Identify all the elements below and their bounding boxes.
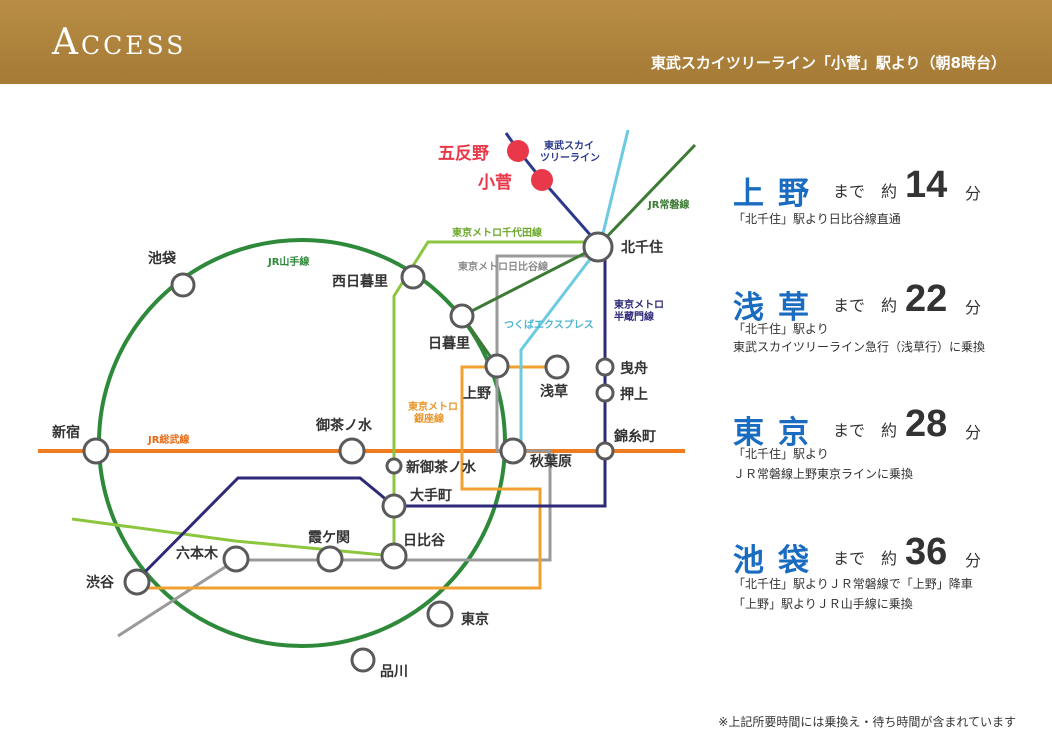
label-line-hanzomon-1: 東京メトロ <box>614 298 664 311</box>
station-shibuya[interactable] <box>123 568 151 596</box>
line-ginza <box>137 365 557 590</box>
route-minutes: 14 <box>905 164 948 206</box>
line-joban-ueno <box>461 245 598 318</box>
label-line-hibiya: 東京メトロ日比谷線 <box>458 260 548 273</box>
line-hibiya-branch <box>117 558 237 638</box>
label-line-tobu-2: ツリーライン <box>540 152 600 164</box>
route-minutes: 22 <box>905 278 948 320</box>
label-otemachi: 大手町 <box>410 487 452 504</box>
station-shinagawa[interactable] <box>350 647 376 673</box>
station-nippori[interactable] <box>449 303 475 329</box>
station-kitasenju[interactable] <box>582 231 614 263</box>
station-kinshicho[interactable] <box>595 441 615 461</box>
station-kosuge-marker[interactable] <box>531 169 553 191</box>
label-oshiage: 押上 <box>620 386 648 403</box>
route-unit: 分 <box>965 551 982 570</box>
label-roppongi: 六本木 <box>176 545 219 562</box>
station-otemachi[interactable] <box>381 493 407 519</box>
station-shinjuku[interactable] <box>82 437 110 465</box>
line-hanzomon <box>135 249 607 582</box>
station-asakusa[interactable] <box>544 354 570 380</box>
label-kosuge: 小菅 <box>478 173 512 193</box>
label-kasumigaseki: 霞ケ関 <box>308 529 350 546</box>
route-approx: 約 <box>881 296 898 315</box>
label-hikifune: 曳舟 <box>620 360 648 377</box>
route-note: 「北千住」駅より <box>733 322 829 336</box>
route-map: 五反野 小菅 北千住 池袋 西日暮里 日暮里 上野 浅草 曳舟 押上 錦糸町 新… <box>38 129 697 680</box>
line-chiyoda <box>71 240 600 558</box>
station-hikifune[interactable] <box>595 357 615 377</box>
label-ikebukuro: 池袋 <box>148 250 177 267</box>
label-shinagawa: 品川 <box>380 664 408 680</box>
route-minutes: 28 <box>905 403 948 445</box>
label-line-tobu-1: 東武スカイ <box>544 139 594 152</box>
station-tokyo[interactable] <box>426 600 454 628</box>
route-approx: 約 <box>881 421 898 440</box>
label-line-tsukuba: つくばエクスプレス <box>504 318 594 331</box>
station-nishinippori[interactable] <box>400 264 426 290</box>
line-tobu <box>504 132 602 247</box>
station-shinochanomizu[interactable] <box>385 457 403 475</box>
label-line-ginza-1: 東京メトロ <box>408 400 458 413</box>
label-gotanno: 五反野 <box>438 144 489 164</box>
route-made: まで <box>833 182 866 201</box>
label-tokyo: 東京 <box>461 611 489 628</box>
route-note: 「北千住」駅より日比谷線直通 <box>733 212 901 226</box>
route-note: 「上野」駅よりＪＲ山手線に乗換 <box>733 597 913 611</box>
label-ueno: 上野 <box>463 386 491 402</box>
label-shinjuku: 新宿 <box>52 424 80 441</box>
label-nippori: 日暮里 <box>428 335 470 352</box>
header-banner: Access 東武スカイツリーライン「小菅」駅より（朝8時台） <box>0 0 1052 84</box>
station-kasumigaseki[interactable] <box>316 545 344 573</box>
label-hibiya: 日比谷 <box>403 532 446 549</box>
footnote: ※上記所要時間には乗換え・待ち時間が含まれています <box>718 715 1016 729</box>
label-nishinippori: 西日暮里 <box>332 273 388 290</box>
line-tsukuba <box>519 129 630 451</box>
route-dest: 浅草 <box>733 290 823 326</box>
route-dest: 上野 <box>733 176 823 212</box>
label-line-joban: JR常磐線 <box>647 198 689 211</box>
route-minutes: 36 <box>905 531 948 573</box>
route-note: 東武スカイツリーライン急行（浅草行）に乗換 <box>733 340 986 354</box>
route-note: 「北千住」駅より <box>733 447 829 461</box>
label-asakusa: 浅草 <box>540 383 568 400</box>
label-line-yamanote: JR山手線 <box>267 255 309 268</box>
station-ochanomizu[interactable] <box>338 437 366 465</box>
route-dest: 池袋 <box>733 543 823 579</box>
station-hibiya[interactable] <box>380 542 408 570</box>
route-unit: 分 <box>965 184 982 203</box>
label-line-hanzomon-2: 半蔵門線 <box>614 310 654 323</box>
label-line-chiyoda: 東京メトロ千代田線 <box>452 226 542 239</box>
label-line-sobu: JR総武線 <box>147 433 189 446</box>
route-made: まで <box>833 296 866 315</box>
station-oshiage[interactable] <box>595 383 615 403</box>
label-ochanomizu: 御茶ノ水 <box>315 417 373 434</box>
route-dest: 東京 <box>733 415 823 451</box>
page-subtitle: 東武スカイツリーライン「小菅」駅より（朝8時台） <box>650 54 1006 72</box>
route-note: ＪＲ常磐線上野東京ラインに乗換 <box>733 467 914 481</box>
label-kitasenju: 北千住 <box>621 239 663 256</box>
label-shibuya: 渋谷 <box>86 574 115 591</box>
route-made: まで <box>833 421 866 440</box>
page-title: Access <box>52 22 187 63</box>
station-ueno[interactable] <box>484 353 510 379</box>
route-unit: 分 <box>965 423 982 442</box>
station-ikebukuro[interactable] <box>170 272 196 298</box>
route-approx: 約 <box>881 549 898 568</box>
label-akihabara: 秋葉原 <box>530 453 572 470</box>
route-unit: 分 <box>965 298 982 317</box>
line-joban <box>595 143 697 249</box>
label-shinochanomizu: 新御茶ノ水 <box>406 459 477 476</box>
station-roppongi[interactable] <box>222 545 250 573</box>
route-note: 「北千住」駅よりＪＲ常磐線で「上野」降車 <box>733 577 973 591</box>
station-gotanno-marker[interactable] <box>507 140 529 162</box>
route-made: まで <box>833 549 866 568</box>
station-akihabara[interactable] <box>499 437 527 465</box>
route-approx: 約 <box>881 182 898 201</box>
label-line-ginza-2: 銀座線 <box>414 412 444 425</box>
label-kinshicho: 錦糸町 <box>614 428 656 445</box>
